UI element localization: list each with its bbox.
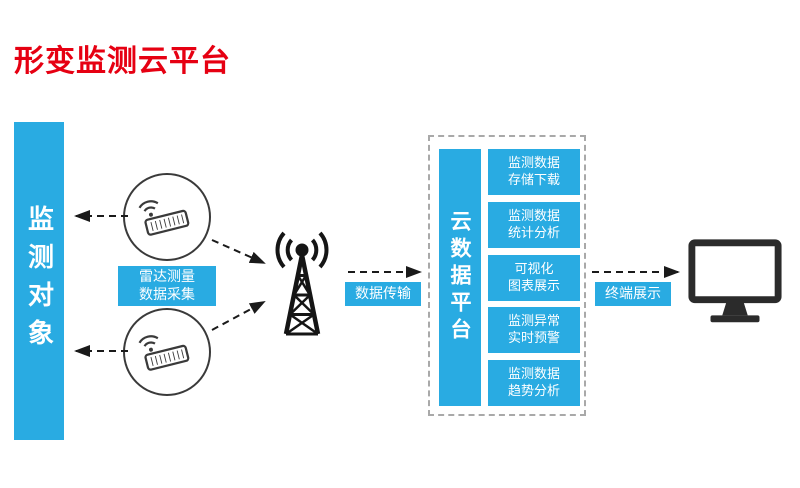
feature-line: 存储下载 (507, 173, 560, 188)
arrow-sensor1-to-tower (211, 239, 266, 264)
page-title: 形变监测云平台 (14, 44, 231, 79)
feature-line: 可视化 (514, 261, 554, 277)
feature-alert: 监测异常 实时预警 (488, 307, 580, 354)
feature-line: 图表展示 (507, 278, 560, 294)
feature-line: 实时预警 (507, 331, 560, 347)
cloud-platform-label: 云数据平台 (448, 210, 472, 345)
feature-line: 监测数据 (507, 156, 560, 171)
terminal-label: 终端展示 (595, 282, 671, 306)
antenna-tower-icon (258, 224, 346, 340)
feature-statistics: 监测数据 统计分析 (488, 201, 580, 248)
sensor-circle-1 (123, 173, 211, 261)
radar-sensor-icon (131, 179, 203, 255)
feature-line: 趋势分析 (507, 384, 560, 399)
monitored-object-label: 监测对象 (23, 205, 54, 357)
radar-caption-line2: 数据采集 (139, 287, 195, 303)
radar-caption-line1: 雷达测量 (139, 269, 195, 285)
feature-line: 监测数据 (507, 208, 560, 224)
feature-line: 监测数据 (507, 367, 560, 382)
cloud-platform-bar: 云数据平台 (439, 149, 481, 406)
feature-trend: 监测数据 趋势分析 (488, 360, 580, 406)
desktop-monitor-icon (686, 236, 784, 336)
sensor-circle-2 (123, 308, 211, 396)
monitored-object-panel: 监测对象 (14, 122, 64, 440)
transmission-label: 数据传输 (345, 282, 421, 306)
radar-caption: 雷达测量 数据采集 (118, 266, 216, 306)
cloud-platform-box: 云数据平台 监测数据 存储下载 监测数据 统计分析 可视化 图表展示 监测异常 … (428, 135, 586, 416)
feature-storage-download: 监测数据 存储下载 (488, 149, 580, 195)
feature-line: 统计分析 (507, 225, 560, 241)
arrow-sensor2-to-tower (211, 301, 266, 331)
feature-visualization: 可视化 图表展示 (488, 254, 580, 301)
feature-line: 监测异常 (507, 314, 560, 330)
radar-sensor-icon (131, 314, 203, 390)
